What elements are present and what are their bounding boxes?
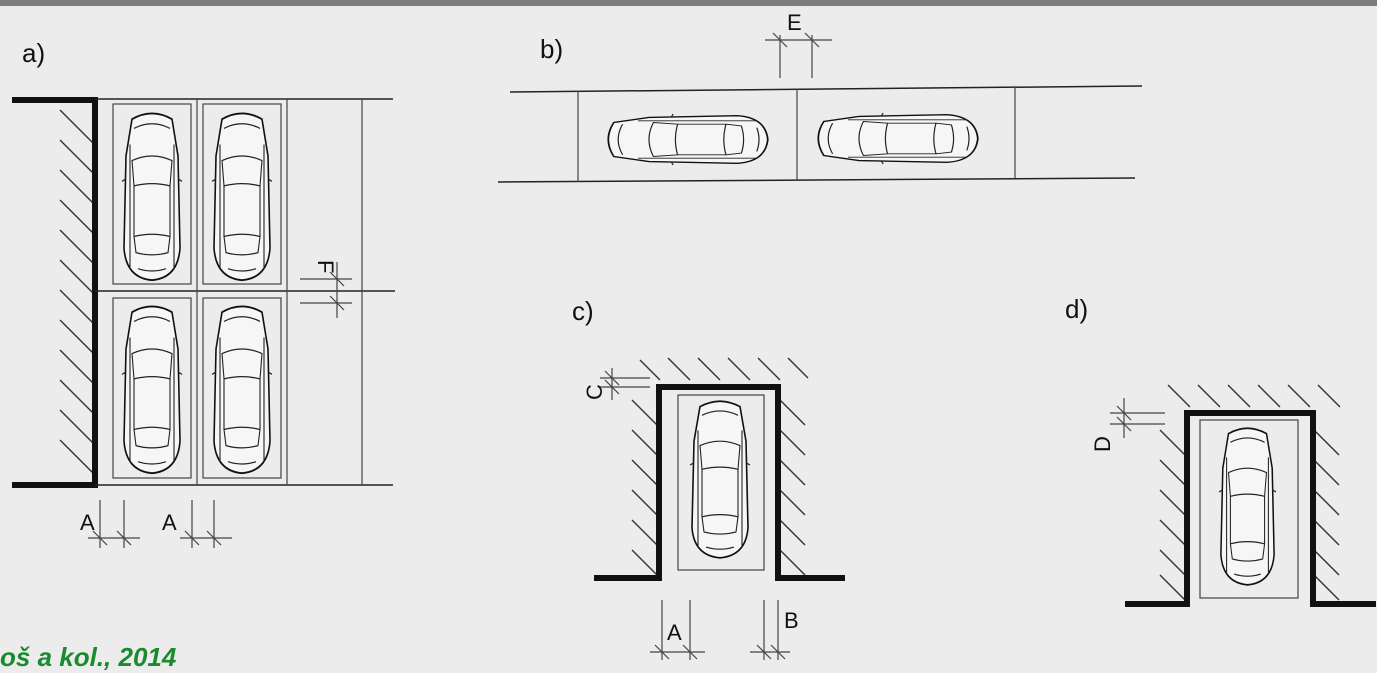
panel-c-label: c) (572, 296, 594, 326)
dimension-e-label: E (787, 10, 802, 35)
bay (677, 394, 765, 571)
car (211, 305, 273, 475)
dimension-a: A (650, 600, 705, 660)
panel-d: d) (1065, 294, 1376, 607)
wall-hatch (59, 109, 96, 476)
panel-a: a) (12, 38, 395, 548)
bay (202, 297, 282, 479)
top-strip (0, 0, 1377, 6)
dimension-a-label: A (162, 510, 177, 535)
car (1218, 427, 1277, 586)
garage-wall (1125, 410, 1376, 607)
dimension-c: C (582, 368, 650, 400)
car (121, 112, 183, 282)
dimension-d: D (1090, 398, 1165, 452)
wall-hatch (1159, 384, 1341, 601)
wall-hatch (631, 357, 809, 576)
dimension-a-2: A (162, 500, 232, 548)
panel-d-label: d) (1065, 294, 1088, 324)
panel-a-label: a) (22, 38, 45, 68)
dimension-f-label: F (313, 260, 338, 273)
panel-b-label: b) (540, 34, 563, 64)
car (607, 113, 769, 166)
dimension-a-1: A (80, 500, 140, 548)
wall-outline (12, 97, 98, 488)
dimension-c-label: C (582, 384, 607, 400)
dimension-d-label: D (1090, 436, 1115, 452)
dimension-a-label: A (80, 510, 95, 535)
bay (112, 297, 192, 479)
car (121, 305, 183, 475)
bay (202, 103, 282, 285)
garage-wall (594, 384, 845, 581)
dimension-e: E (765, 10, 832, 78)
panel-c: c) (572, 296, 845, 660)
car (689, 400, 751, 559)
panel-b: b) E (497, 10, 1143, 183)
dimension-a-label: A (667, 620, 682, 645)
bay (112, 103, 192, 285)
car (817, 112, 979, 165)
bay (1199, 419, 1299, 599)
source-caption: oš a kol., 2014 (0, 642, 177, 672)
dimension-b: B (750, 600, 799, 660)
dimension-f: F (300, 260, 352, 318)
dimension-b-label: B (784, 608, 799, 633)
car (211, 112, 273, 282)
